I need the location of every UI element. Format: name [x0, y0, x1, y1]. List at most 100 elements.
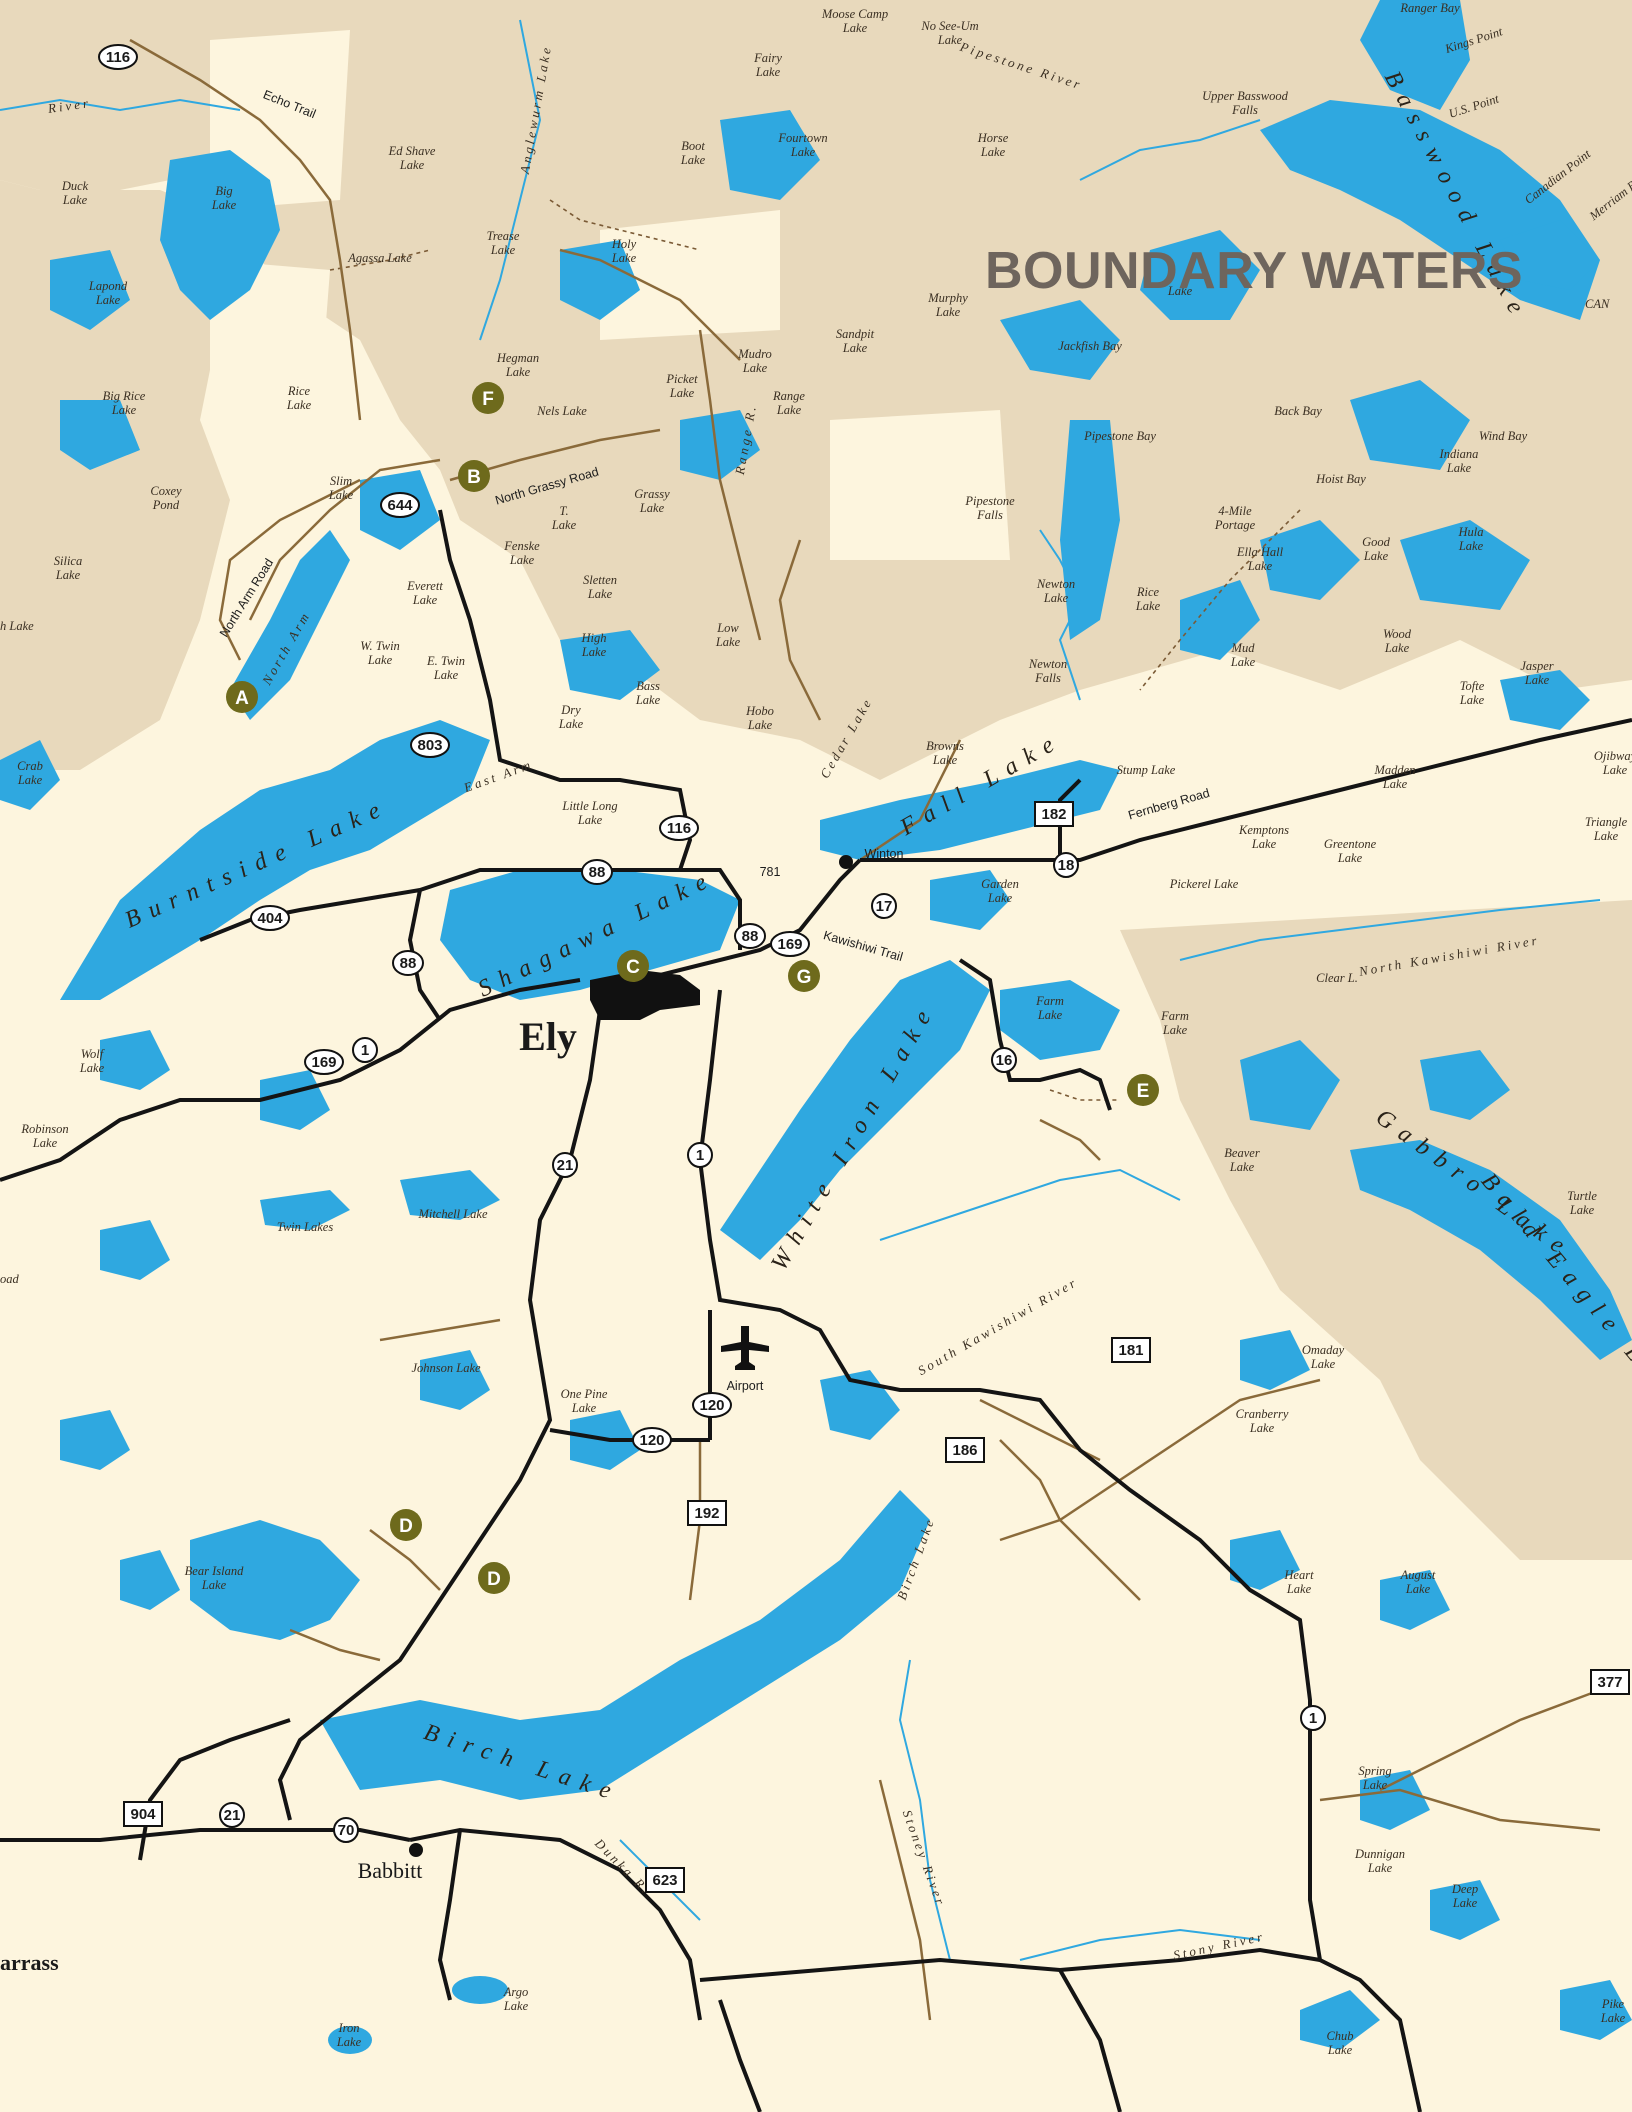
highway-number: 21: [224, 1807, 241, 1824]
lake-label: Johnson Lake: [411, 1361, 481, 1375]
airplane-icon: [721, 1326, 769, 1370]
highway-number: 1: [1309, 1710, 1317, 1727]
highway-shield: 21: [219, 1802, 245, 1828]
map-title: BOUNDARY WATERS: [985, 242, 1523, 300]
lake-label: Nels Lake: [536, 404, 587, 418]
highway-shield: 116: [98, 44, 138, 70]
location-marker[interactable]: E: [1127, 1074, 1159, 1106]
lake-label: T.Lake: [551, 504, 577, 532]
edge-label: oad: [0, 1272, 20, 1286]
highway-number: 18: [1058, 857, 1075, 874]
location-marker[interactable]: A: [226, 681, 258, 713]
highway-number: 404: [257, 910, 283, 927]
lake-label: Ranger Bay: [1399, 1, 1460, 15]
location-marker[interactable]: C: [617, 950, 649, 982]
lake-label: Hoist Bay: [1315, 472, 1366, 486]
location-marker[interactable]: D: [390, 1509, 422, 1541]
highway-number: 116: [106, 49, 130, 66]
highway-shield: 88: [392, 950, 424, 976]
highway-number: 623: [652, 1872, 677, 1889]
highway-number: 120: [699, 1397, 724, 1414]
highway-shield: 16: [991, 1047, 1017, 1073]
highway-number: 70: [338, 1822, 355, 1839]
highway-shield: 169: [770, 931, 810, 957]
lake-label: Lake: [1167, 284, 1193, 298]
highway-shield: 404: [250, 905, 290, 931]
lake-label: Mitchell Lake: [417, 1207, 488, 1221]
highway-shield: 1: [687, 1142, 713, 1168]
streams: [0, 19, 1601, 1961]
airport-label: Airport: [727, 1379, 764, 1393]
lake-label: Back Bay: [1274, 404, 1322, 418]
highway-number: 1: [361, 1042, 369, 1059]
highway-number: 644: [387, 497, 413, 514]
location-marker[interactable]: B: [458, 460, 490, 492]
location-marker[interactable]: F: [472, 382, 504, 414]
highway-number: 186: [952, 1442, 977, 1459]
highway-shield: 192: [687, 1500, 727, 1526]
highway-shield: 18: [1053, 852, 1079, 878]
highway-shield: 120: [692, 1392, 732, 1418]
lake-label: Agassa Lake: [347, 251, 412, 265]
location-marker[interactable]: G: [788, 960, 820, 992]
edge-label: arrass: [0, 1950, 59, 1975]
highway-number: 21: [557, 1157, 574, 1174]
highway-number: 88: [400, 955, 417, 972]
winton-dot: [839, 855, 853, 869]
highway-number: 17: [876, 898, 893, 915]
highway-shield: 1: [1300, 1705, 1326, 1731]
marker-letter: F: [482, 389, 494, 410]
location-markers: A B C D D E F G: [226, 382, 1159, 1594]
location-marker[interactable]: D: [478, 1562, 510, 1594]
highway-shields: 1166448031168888884041691691112121171618…: [98, 44, 1630, 1893]
town-label: Babbitt: [358, 1858, 423, 1883]
marker-letter: E: [1137, 1081, 1150, 1102]
highway-shield: 377: [1590, 1669, 1630, 1695]
highway-shield: 644: [380, 492, 420, 518]
lake-label: Pipestone Bay: [1083, 429, 1156, 443]
marker-letter: D: [487, 1569, 501, 1590]
highway-shield: 803: [410, 732, 450, 758]
